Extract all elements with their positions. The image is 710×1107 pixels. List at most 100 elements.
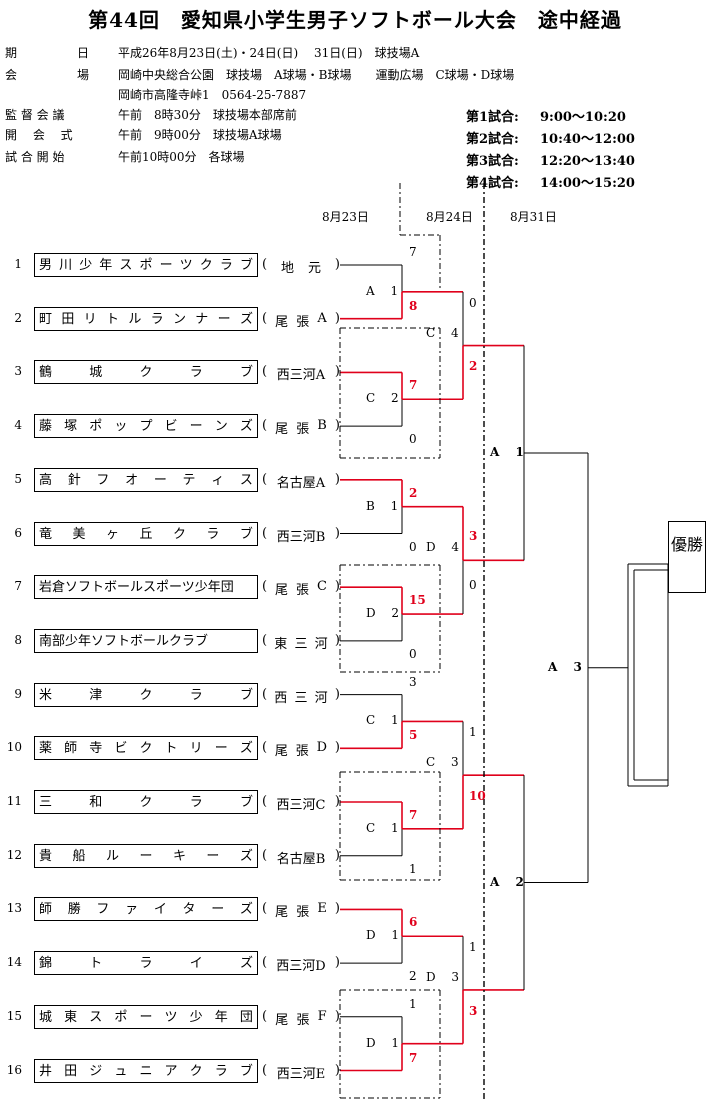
team-name-char: ラ [214,1063,228,1079]
team-name-char: 針 [67,472,81,488]
team-region-part: 尾 [274,744,288,760]
match-label: D 2 [366,606,406,621]
team-name-char: ン [214,419,228,435]
team-region-part: ) [334,579,340,595]
team-region-part: 河 [314,636,328,652]
team-name-char: ズ [239,419,253,435]
team-region: (西三河B) [262,526,340,545]
team-name-box: 貴船ルーキーズ [34,843,258,868]
team-name-char: テ [182,472,196,488]
team-name-char: ク [189,1063,203,1079]
meeting-value: 午前 8時30分 球技場本部席前 [118,108,297,122]
team-region-part: C [316,579,327,595]
team-number: 11 [6,794,22,808]
team-name-char: リ [83,311,97,327]
team-region-part: ( [262,901,268,917]
team-name-box: 錦トライズ [34,951,258,976]
venue-address: 岡崎市高隆寺峠1 0564-25-7887 [118,88,307,102]
team-region-part: 地 [281,261,295,276]
team-name-char: ズ [239,741,253,757]
day-label-3: 8月31日 [510,210,557,224]
team-name-char: 年 [99,258,113,273]
team-number: 16 [6,1062,22,1077]
team-region-part: 名古屋A [276,475,326,491]
team-name-box: 竜美ヶ丘クラブ [34,521,258,546]
team-region-part: 西三河A [276,368,326,384]
team-name-char: ト [89,956,103,972]
team-region: (東三河) [262,633,340,652]
team-name-char: キ [172,848,186,864]
team-name-char: ク [199,258,213,273]
team-region-part: ( [262,794,268,809]
team-name-char: ン [172,311,186,327]
team-region-part: 東 [274,636,288,652]
team-number: 12 [6,847,22,862]
team-number: 6 [14,525,22,540]
team-name-char: フ [96,472,110,488]
team-name-char: ク [139,365,153,381]
team-name-char: ポ [114,1009,128,1025]
team-region-part: ) [334,257,340,272]
start-label: 試 合 開 始 [5,150,65,164]
team-region-part: 三 [294,636,308,652]
team-region-part: 張 [296,314,310,330]
schedule-time: 10:40～12:00 [540,132,635,147]
team-region-part: 名古屋B [276,851,326,867]
team-region-part: ( [262,579,268,595]
team-name-char: ポ [139,258,153,273]
meeting-label: 監 督 会 議 [5,108,65,122]
team-name-box: 藤塚ポップビーンズ [34,414,258,439]
team-name-char: 東 [64,1009,78,1025]
team-name-char: 和 [89,795,103,810]
team-name-char: フ [96,902,110,918]
team-name-char: 丘 [139,526,153,542]
team-name-char: 高 [39,472,53,488]
score: 1 [469,725,477,740]
team-region-part: ( [262,740,268,756]
match-label: B 1 [366,498,405,513]
team-name-char: ブ [239,687,253,703]
match-label: D 1 [366,1035,406,1050]
team-name-char: ジ [89,1063,103,1079]
team-region-part: F [317,1008,327,1024]
team-region-part: ( [262,1008,268,1024]
team-name-char: 薬 [39,741,53,757]
team-region-part: 張 [295,744,309,760]
team-region: (名古屋A) [262,472,340,491]
team-name-char: 町 [39,311,53,327]
team-name-char: ヶ [105,526,119,542]
team-region-part: 尾 [275,314,289,330]
team-region: (西三河E) [262,1063,340,1082]
team-name-char: プ [139,419,153,435]
team-name-char: 男 [39,258,53,273]
team-name-char: ビ [164,419,178,435]
team-region-part: 張 [296,905,310,921]
team-name-char: 師 [64,741,78,757]
team-region-part: A [317,310,327,326]
team-number: 7 [14,579,22,594]
start-value: 午前10時00分 各球場 [118,150,245,164]
team-region-part: 三 [294,690,308,706]
team-region-part: ( [262,525,268,541]
team-region-part: ) [334,364,340,380]
score: 0 [469,578,477,593]
schedule-time: 12:20～13:40 [540,154,635,169]
team-name-char: 三 [39,795,53,810]
day-label-2: 8月24日 [426,210,473,224]
team-name-char: ツ [164,1009,178,1025]
team-region-part: E [317,901,327,917]
match-label: C 1 [366,713,405,728]
score: 3 [469,528,478,543]
team-region-part: ) [334,901,340,917]
team-name-char: 塚 [64,419,78,435]
team-region-part: ( [262,364,268,380]
team-region-part: ) [334,525,340,541]
team-name-char: ブ [239,795,253,810]
team-region: (名古屋B) [262,848,340,867]
schedule-label: 第1試合: [466,110,519,125]
team-number: 3 [14,364,22,379]
